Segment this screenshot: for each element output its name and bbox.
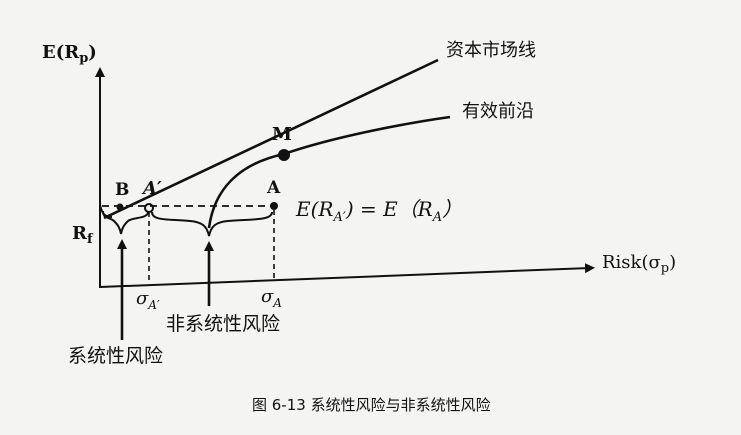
- sigma-a-label: σA: [261, 286, 282, 310]
- y-axis-label: E(Rp): [42, 42, 97, 66]
- frontier-label: 有效前沿: [462, 101, 534, 122]
- x-axis-label: Risk(σp): [602, 252, 676, 276]
- capital-market-line: [103, 58, 439, 220]
- point-b-label: B: [115, 180, 129, 200]
- nonsystematic-risk-brace: [151, 211, 273, 237]
- figure-caption: 图 6-13 系统性风险与非系统性风险: [252, 396, 491, 414]
- x-axis: [99, 263, 595, 288]
- point-a-prime: [144, 203, 154, 213]
- rf-label: Rf: [72, 223, 94, 247]
- point-a-prime-label: A′: [141, 178, 162, 199]
- point-a: [270, 202, 278, 210]
- point-b: [116, 203, 124, 211]
- nonsystematic-risk-label: 非系统性风险: [166, 313, 280, 335]
- expected-return-equation: E(RA′) = E（RA）: [295, 197, 462, 225]
- point-a-label: A: [266, 178, 281, 198]
- systematic-risk-brace: [102, 210, 149, 235]
- cml-label: 资本市场线: [446, 40, 536, 61]
- point-m-label: M: [272, 124, 292, 145]
- point-m: [278, 149, 290, 161]
- systematic-risk-label: 系统性风险: [68, 345, 163, 367]
- sigma-a-prime-label: σA′: [136, 288, 160, 312]
